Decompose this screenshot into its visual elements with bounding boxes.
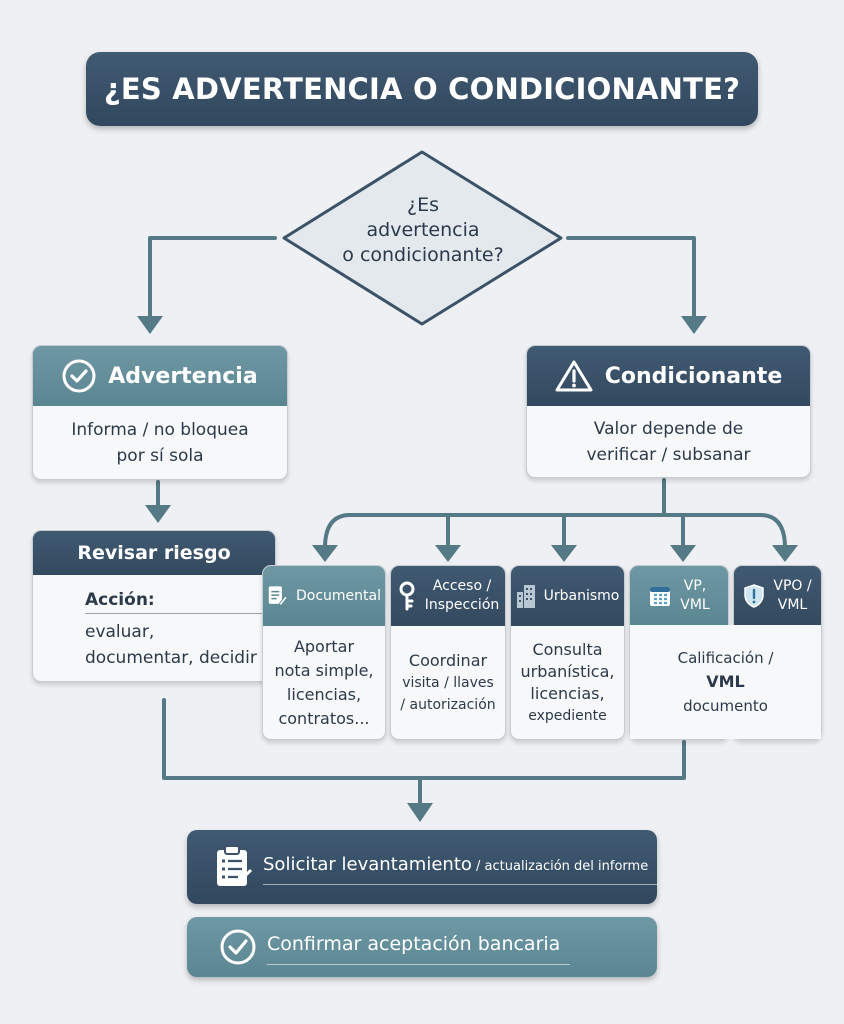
urbanismo-body-line-1: Consulta [532, 640, 603, 659]
advertencia-body-line-2: por sí sola [116, 446, 204, 466]
vp-vpo-body-line-1: Calificación / [677, 649, 774, 667]
urbanismo-title: Urbanismo [543, 587, 620, 604]
urbanismo-body-line-3: licencias, [530, 684, 605, 703]
shield-icon [744, 584, 765, 608]
vp-vml-title: VP, VML [680, 577, 709, 615]
urbanismo-body-line-2: urbanística, [520, 662, 615, 681]
solicitar-text: Solicitar levantamiento / actualización … [263, 853, 659, 885]
connector-to-condicionante [566, 236, 696, 320]
acceso-body-line-1: Coordinar [408, 651, 488, 670]
calendar-grid-icon [650, 587, 671, 606]
condicionante-body: Valor depende de verificar / subsanar [527, 406, 810, 477]
accion-line-2: documentar, decidir [85, 647, 257, 668]
documental-body-line-1: Aportar [293, 637, 355, 656]
accion-divider [85, 613, 275, 614]
advertencia-body-line-1: Informa / no bloquea [71, 420, 249, 440]
acceso-title-line-2: Inspección [424, 597, 500, 613]
connector-to-advertencia [148, 236, 277, 320]
warning-triangle-icon [555, 360, 593, 392]
solicitar-underline [263, 883, 659, 885]
connector-merge [162, 698, 686, 780]
arrowhead-vpo [772, 545, 798, 562]
urbanismo-card: Urbanismo Consulta urbanística, licencia… [510, 565, 625, 740]
page-title-text: ¿ES ADVERTENCIA O CONDICIONANTE? [103, 72, 741, 106]
confirmar-text: Confirmar aceptación bancaria [267, 933, 571, 965]
arrowhead-urbanismo [551, 545, 577, 562]
revisar-riesgo-body: Acción: evaluar, documentar, decidir [33, 575, 275, 681]
arrowhead-revisar [145, 505, 171, 523]
vpo-title-line-2: VML [777, 597, 808, 613]
arrowhead-acceso [435, 545, 461, 562]
urbanismo-header: Urbanismo [511, 566, 624, 626]
vpo-title-line-1: VPO / [773, 578, 812, 594]
vp-vpo-body: Calificación / VML documento [630, 625, 821, 739]
documental-body-line-4: contratos... [278, 709, 370, 728]
confirmar-main-text: Confirmar aceptación bancaria [267, 933, 561, 955]
condicionante-body-line-1: Valor depende de [593, 419, 744, 439]
decision-line-2: advertencia [366, 218, 480, 241]
documental-body-line-3: licencias, [286, 685, 362, 704]
clipboard-checklist-icon [217, 845, 253, 886]
acceso-inspeccion-card: Acceso / Inspección Coordinar visita / l… [390, 565, 506, 740]
accion-label: Acción: [85, 589, 155, 610]
decision-line-1: ¿Es [407, 193, 439, 216]
condicionante-title: Condicionante [604, 363, 783, 389]
condicionante-body-line-2: verificar / subsanar [586, 445, 751, 465]
acceso-inspeccion-title: Acceso / Inspección [425, 577, 500, 615]
revisar-riesgo-header: Revisar riesgo [33, 531, 275, 575]
page-title: ¿ES ADVERTENCIA O CONDICIONANTE? [86, 52, 758, 126]
solicitar-minor-text: / actualización del informe [471, 858, 649, 874]
acceso-inspeccion-body: Coordinar visita / llaves / autorización [391, 626, 505, 739]
check-circle-icon [220, 929, 256, 965]
accion-line-1: evaluar, [85, 621, 155, 642]
vpo-vml-title: VPO / VML [773, 577, 811, 615]
solicitar-levantamiento-step: Solicitar levantamiento / actualización … [187, 830, 659, 904]
condicionante-card: Condicionante Valor depende de verificar… [526, 345, 811, 478]
vp-vml-header: VP, VML [630, 566, 728, 626]
arrowhead-condicionante [681, 316, 707, 334]
key-icon [399, 581, 415, 611]
confirmar-underline [267, 964, 571, 965]
documental-title: Documental [296, 587, 381, 604]
revisar-riesgo-card: Revisar riesgo Acción: evaluar, document… [32, 530, 276, 682]
documental-card: Documental Aportar nota simple, licencia… [262, 565, 386, 740]
arrowhead-advertencia [137, 316, 163, 334]
documental-body: Aportar nota simple, licencias, contrato… [263, 626, 385, 739]
vp-title-line-2: VML [680, 597, 710, 613]
vp-vpo-body-line-2: VML [706, 672, 745, 691]
solicitar-main-text: Solicitar levantamiento [263, 853, 472, 875]
decision-question: ¿Es advertencia o condicionante? [320, 180, 526, 280]
decision-diamond [282, 150, 563, 326]
urbanismo-body: Consulta urbanística, licencias, expedie… [511, 626, 624, 739]
acceso-title-line-1: Acceso / [432, 578, 492, 594]
documental-body-line-2: nota simple, [274, 661, 374, 680]
decision-line-3: o condicionante? [342, 243, 504, 266]
check-circle-icon [62, 359, 96, 393]
confirmar-aceptacion-step: Confirmar aceptación bancaria [187, 917, 657, 977]
connector-fan-bus [323, 513, 787, 550]
documental-header: Documental [263, 566, 385, 626]
advertencia-header: Advertencia [33, 346, 287, 406]
vp-vpo-body-line-3: documento [683, 697, 768, 715]
acceso-body-line-3: / autorización [400, 697, 496, 713]
vpo-vml-header: VPO / VML [734, 566, 821, 626]
arrowhead-solicitar [407, 803, 433, 822]
vp-title-line-1: VP, [683, 578, 707, 594]
advertencia-card: Advertencia Informa / no bloquea por sí … [32, 345, 288, 480]
urbanismo-body-line-4: expediente [528, 708, 607, 724]
acceso-inspeccion-header: Acceso / Inspección [391, 566, 505, 626]
acceso-body-line-2: visita / llaves [402, 675, 494, 691]
advertencia-title: Advertencia [108, 363, 258, 389]
advertencia-body: Informa / no bloquea por sí sola [33, 406, 287, 479]
document-pen-icon [268, 586, 288, 607]
arrowhead-documental [312, 545, 338, 562]
building-icon [516, 585, 535, 608]
revisar-riesgo-title: Revisar riesgo [77, 542, 231, 564]
condicionante-header: Condicionante [527, 346, 810, 406]
arrowhead-vp [670, 545, 696, 562]
